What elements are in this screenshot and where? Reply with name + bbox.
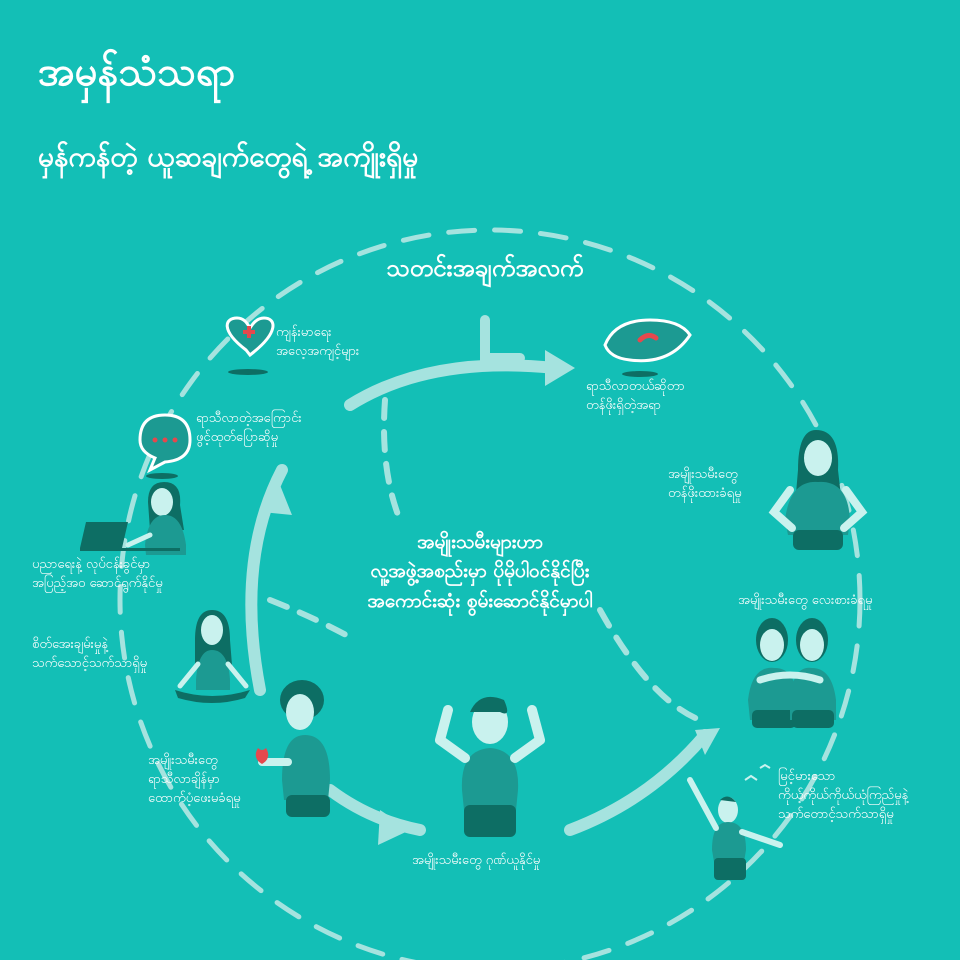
outer-dashed-circle <box>117 227 863 960</box>
arrowhead-bottom-left <box>378 810 410 845</box>
arrowhead-top <box>545 350 575 386</box>
cycle-label-education-work: ပညာရေးနဲ့ လုပ်ငန်းခွင်မှာ အပြည့်အဝ ဆောင်… <box>32 557 163 591</box>
cycle-label-health-habits: ကျန်းမာရေး အလေ့အကျင့်များ <box>276 325 360 359</box>
dashed-spoke-right <box>597 607 703 723</box>
center-message-line: လူ့အဖွဲ့အစည်းမှာ ပိုမိုပါဝင်နိုင်ပြီး <box>370 560 590 583</box>
cycle-label-open-talk: ရာသီလာတဲ့အကြောင်း ဖွင့်ထုတ်ပြောဆိုမှု <box>196 411 302 445</box>
center-heading: သတင်းအချက်အလက် <box>386 254 584 282</box>
woman-with-birds-illustration <box>687 763 783 880</box>
cycle-label-menstruation-valuable: ရာသီလာတယ်ဆိုတာ တန်ဖိုးရှိတဲ့အရာ <box>586 379 685 413</box>
flexing-woman-illustration <box>435 696 545 837</box>
cycle-label-women-valued: အမျိုးသမီးတွေ တန်ဖိုးထားခံရမှု <box>668 467 742 501</box>
cycle-label-peace-comfort: စိတ်အေးချမ်းမှုနဲ့ သက်သောင့်သက်သာရှိမှု <box>32 637 148 671</box>
inner-arc-top <box>344 359 561 411</box>
menstrual-pad-icon <box>603 318 692 377</box>
confident-woman-illustration <box>768 430 868 550</box>
inner-arc-bottom <box>564 729 711 836</box>
inner-arc-bottom-left <box>324 784 426 836</box>
heart-health-icon <box>225 316 275 375</box>
inner-arc-left <box>245 464 288 696</box>
dashed-spoke-left <box>267 597 358 643</box>
cycle-label-women-pride: အမျိုးသမီးတွေ ဂုဏ်ယူနိုင်မှု <box>412 853 541 868</box>
center-message-line: အမျိုးသမီးများဟာ <box>417 531 543 553</box>
center-message: အမျိုးသမီးများဟာ လူ့အဖွဲ့အစည်းမှာ ပိုမို… <box>310 528 650 616</box>
speech-bubble-icon <box>138 413 192 479</box>
dashed-spoke-top <box>381 397 403 523</box>
arrowhead-left <box>262 480 292 515</box>
woman-holding-flower-illustration <box>255 680 330 817</box>
junction-bar <box>480 315 525 363</box>
page-subtitle: မှန်ကန်တဲ့ ယူဆချက်တွေရဲ့ အကျိုးရှိမှု <box>38 140 419 173</box>
cycle-label-women-respected: အမျိုးသမီးတွေ လေးစားခံရမှု <box>738 593 873 608</box>
cycle-label-high-confidence: မြင့်မားသော ကိုယ့်ကိုယ်ကိုယ်ယုံကြည်မှုနဲ… <box>778 769 909 822</box>
page-title: အမှန်သံသရာ <box>38 49 236 95</box>
meditating-woman-illustration <box>175 610 250 703</box>
two-women-hugging-illustration <box>748 618 836 728</box>
arrowhead-bottom-right <box>695 728 720 755</box>
woman-at-laptop-illustration <box>80 482 186 555</box>
cycle-label-supported-during-period: အမျိုးသမီးတွေ ရာသီလာချိန်မှာ ထောက်ပံ့ဖေး… <box>148 753 241 806</box>
center-message-line: အကောင်းဆုံး စွမ်းဆောင်နိုင်မှာပါ <box>367 589 593 612</box>
